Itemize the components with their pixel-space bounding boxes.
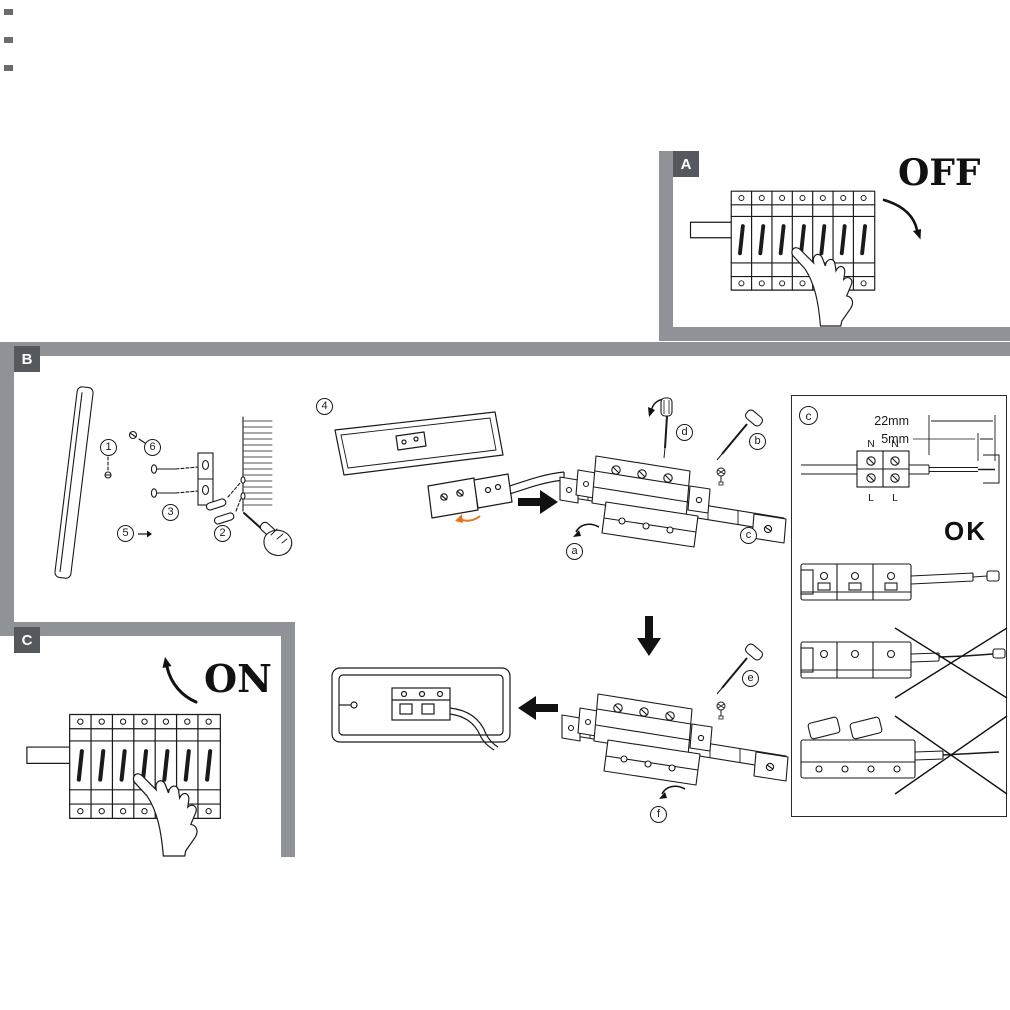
panel-b-label-text: B [21,350,33,368]
flow-arrow-left [518,696,558,720]
cross-out-mark [894,627,1008,699]
on-text: ON [204,656,272,701]
wall-mounting-illustration [54,386,293,579]
wrong-wiring-illustration-1 [800,627,1008,699]
wiring-panel-label: c [799,406,818,425]
substep-d-badge: d [676,424,693,441]
track-front-illustration [331,667,511,751]
breaker-off-illustration [688,189,877,328]
substep-e-badge: e [742,670,759,687]
panel-b-label: B [14,346,40,372]
screwdriver-tilted-icon-2 [716,643,764,695]
rotate-arrow-f [659,785,686,799]
terminal-l-label: L [868,492,874,504]
step-1-badge: 1 [100,439,117,456]
on-direction-arrow [162,657,198,704]
substep-c-badge: c [740,527,757,544]
terminal-l-label: L [892,492,898,504]
substep-f-badge: f [650,806,667,823]
section-b-left-bar [0,342,14,636]
panel-c-top-bar [0,622,295,636]
page-edge-mark [4,37,13,43]
substep-b-badge: b [749,433,766,450]
dim-bare-text: 5mm [881,432,909,446]
track-housing-illustration [334,411,565,523]
panel-a-bottom-bar [659,327,1010,341]
panel-c-label: C [14,627,40,653]
cross-out-mark [894,715,1008,795]
terminal-n-label: N [867,438,875,450]
panel-c-right-bar [281,622,295,857]
screw-washer-icon-2 [716,701,726,720]
rotate-arrow-a [573,523,600,537]
panel-a-left-bar [659,151,673,341]
step-3-badge: 3 [162,504,179,521]
step-2-badge: 2 [214,525,231,542]
step-4-badge: 4 [316,398,333,415]
screw-washer-icon [716,467,726,486]
panel-c-label-text: C [21,631,33,649]
step-6-badge: 6 [144,439,161,456]
orange-rotate-arrow [455,514,463,523]
page-edge-mark [4,65,13,71]
panel-a-label: A [673,151,699,177]
wrong-wiring-illustration-2 [800,715,1008,795]
flow-arrow-down [637,616,661,656]
screwdriver-tilted-icon [716,409,764,461]
substep-a-badge: a [566,543,583,560]
panel-a-label-text: A [680,155,692,173]
page-edge-mark [4,9,13,15]
off-direction-arrow [882,198,921,240]
wire-strip-dimension-illustration: 22mm 5mm N N L L [801,414,1000,504]
flow-arrow-right [518,490,558,514]
section-b-top-bar [0,342,1010,356]
step-5-badge: 5 [117,525,134,542]
terminal-n-label: N [891,438,899,450]
dim-strip-text: 22mm [874,414,909,428]
breaker-on-illustration [22,688,267,856]
screwdriver-vertical-icon [648,397,673,459]
step-5-arrow-icon [138,530,152,538]
ok-text: OK [944,516,987,546]
off-text: OFF [898,152,981,194]
correct-wiring-illustration [800,563,1000,601]
